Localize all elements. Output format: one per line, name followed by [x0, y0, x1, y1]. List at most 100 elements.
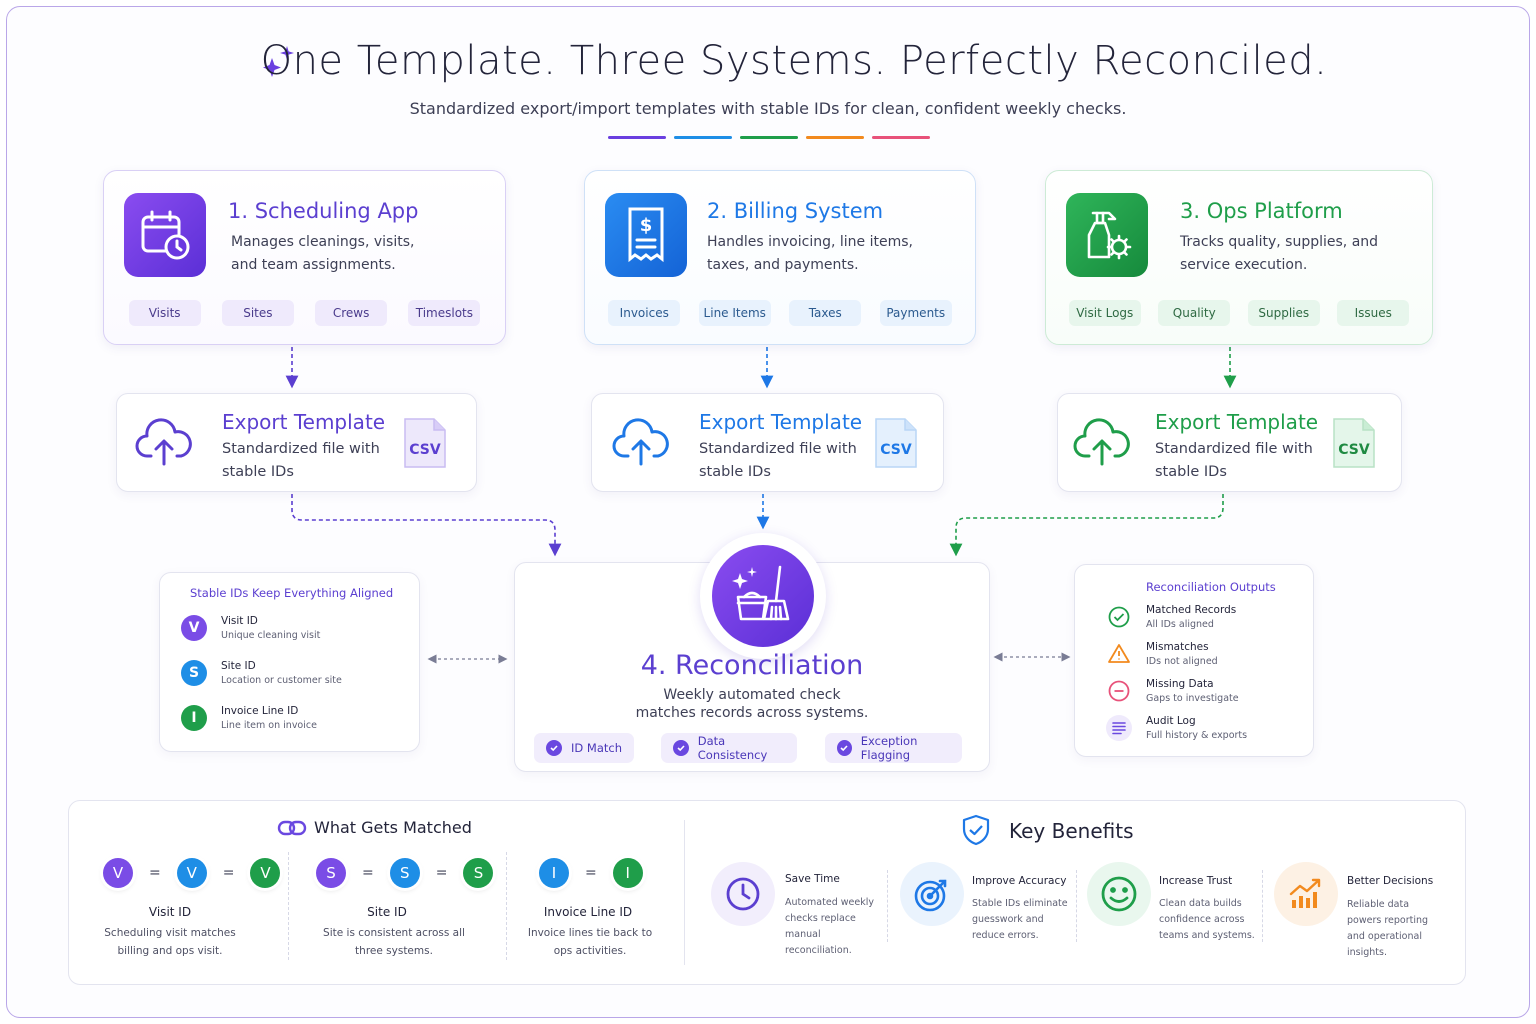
benefit-desc: Reliable data powers reporting and opera…: [1347, 899, 1429, 958]
what-gets-matched-title: What Gets Matched: [314, 818, 472, 837]
export-desc: Standardized file with stable IDs: [222, 441, 380, 480]
clock-icon: [711, 862, 775, 926]
reconciliation-title: 4. Reconciliation: [640, 650, 864, 681]
chip-data-consistency: Data Consistency: [661, 733, 797, 763]
key-benefits-title: Key Benefits: [1009, 819, 1134, 843]
bucket-broom-icon: [732, 565, 790, 621]
divider: [684, 820, 685, 965]
cloud-upload-icon: [135, 418, 192, 466]
match-desc: Site is consistent across all three syst…: [323, 927, 465, 957]
system-card-ops: 3. Ops Platform Tracks quality, supplies…: [1045, 170, 1433, 345]
link-chain-icon: [277, 820, 307, 836]
benefit-name: Better Decisions: [1347, 875, 1434, 887]
benefit-name: Improve Accuracy: [972, 875, 1067, 887]
invoice-dollar-icon: $: [605, 193, 687, 277]
system-desc: Manages cleanings, visits, and team assi…: [231, 234, 415, 273]
benefit-desc: Stable IDs eliminate guesswork and reduc…: [972, 898, 1068, 941]
divider: [1076, 870, 1077, 942]
match-desc: Invoice lines tie back to ops activities…: [527, 927, 653, 957]
stable-id-visit: V Visit ID Unique cleaning visit: [181, 615, 320, 641]
color-rule: [872, 136, 930, 139]
export-card-ops: Export Template Standardized file with s…: [1057, 393, 1402, 492]
check-circle-icon: [1106, 604, 1132, 630]
chip-exception-flagging: Exception Flagging: [825, 733, 962, 763]
match-visit-id: V = V = V: [103, 858, 281, 888]
outputs-panel: [1074, 564, 1314, 757]
stable-id-site: S Site ID Location or customer site: [181, 660, 342, 686]
svg-text:CSV: CSV: [409, 442, 441, 458]
match-name: Invoice Line ID: [543, 905, 633, 919]
chip-line-items: Line Items: [698, 300, 771, 326]
reconciliation-badge: [700, 533, 826, 659]
divider: [887, 870, 888, 942]
color-rule: [674, 136, 732, 139]
system-card-scheduling: 1. Scheduling App Manages cleanings, vis…: [103, 170, 506, 345]
benefit-desc: Clean data builds confidence across team…: [1159, 898, 1255, 941]
csv-file-icon: CSV: [875, 418, 917, 468]
page-subtitle: Standardized export/import templates wit…: [409, 99, 1127, 118]
match-invoice-line-id: I = I: [539, 858, 643, 888]
visit-id-badge: V: [181, 615, 207, 641]
chip-visits: Visits: [128, 300, 201, 326]
list-lines-icon: [1106, 715, 1132, 741]
spray-bottle-gear-icon: [1066, 193, 1148, 277]
chip-invoices: Invoices: [608, 300, 681, 326]
match-desc: Scheduling visit matches billing and ops…: [104, 927, 236, 957]
csv-file-icon: CSV: [1333, 418, 1375, 468]
chip-payments: Payments: [879, 300, 952, 326]
target-icon: [900, 862, 964, 926]
match-name: Visit ID: [148, 905, 192, 919]
calendar-clock-icon: [124, 193, 206, 277]
benefit-name: Save Time: [785, 873, 840, 885]
benefit-name: Increase Trust: [1159, 875, 1233, 887]
svg-text:CSV: CSV: [880, 442, 912, 458]
match-site-id: S = S = S: [316, 858, 494, 888]
cloud-upload-icon: [1073, 418, 1130, 466]
smile-icon: [1087, 862, 1151, 926]
export-desc: Standardized file with stable IDs: [699, 441, 857, 480]
chip-sites: Sites: [221, 300, 294, 326]
system-title: 2. Billing System: [707, 199, 884, 223]
divider: [288, 852, 289, 960]
system-card-billing: $ 2. Billing System Handles invoicing, l…: [584, 170, 976, 345]
export-title: Export Template: [222, 410, 386, 434]
export-title: Export Template: [1155, 410, 1319, 434]
check-icon: [546, 740, 562, 756]
chip-supplies: Supplies: [1247, 300, 1320, 326]
chip-visit-logs: Visit Logs: [1068, 300, 1141, 326]
site-id-badge: S: [181, 660, 207, 686]
invoice-line-id-badge: I: [181, 705, 207, 731]
stable-ids-title: Stable IDs Keep Everything Aligned: [190, 586, 394, 600]
sparkle-icon: [263, 46, 294, 77]
svg-text:$: $: [640, 215, 653, 236]
export-card-scheduling: Export Template Standardized file with s…: [116, 393, 477, 492]
system-title: 1. Scheduling App: [228, 199, 419, 223]
export-title: Export Template: [699, 410, 863, 434]
divider: [506, 852, 507, 960]
color-rule: [806, 136, 864, 139]
svg-text:CSV: CSV: [1338, 442, 1370, 458]
divider: [1262, 870, 1263, 942]
page-title: One Template. Three Systems. Perfectly R…: [260, 38, 1328, 84]
color-rule: [740, 136, 798, 139]
cloud-upload-icon: [612, 418, 669, 466]
trend-chart-icon: [1274, 862, 1338, 926]
export-card-billing: Export Template Standardized file with s…: [591, 393, 944, 492]
check-icon: [837, 740, 852, 756]
chip-issues: Issues: [1337, 300, 1410, 326]
chip-crews: Crews: [315, 300, 388, 326]
chip-id-match: ID Match: [534, 733, 634, 763]
csv-file-icon: CSV: [404, 418, 446, 468]
stable-id-invoice-line: I Invoice Line ID Line item on invoice: [181, 705, 317, 731]
minus-circle-icon: [1106, 678, 1132, 704]
warning-triangle-icon: [1106, 641, 1132, 667]
system-desc: Handles invoicing, line items, taxes, an…: [707, 234, 913, 273]
chip-taxes: Taxes: [789, 300, 862, 326]
outputs-title: Reconciliation Outputs: [1146, 580, 1276, 594]
shield-check-icon: [962, 814, 990, 846]
match-name: Site ID: [367, 905, 407, 919]
